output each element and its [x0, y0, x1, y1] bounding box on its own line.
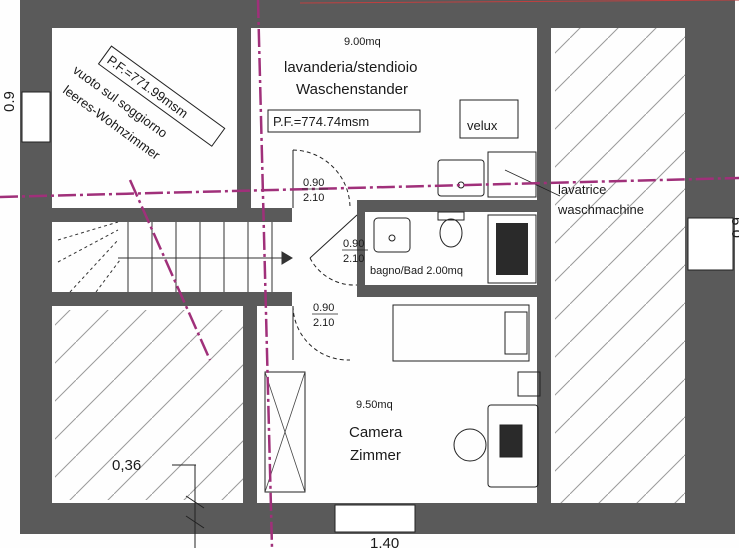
top-red-line — [299, 0, 739, 4]
laundry-name-it: lavanderia/stendioio — [284, 59, 417, 76]
bedroom-area: 9.50mq — [356, 399, 393, 411]
right-edge-mark: 0.9 — [729, 217, 739, 238]
roof-void-hatch-right — [555, 28, 685, 504]
washing-machine — [487, 151, 537, 198]
bedroom-name-de: Zimmer — [350, 447, 401, 464]
floor-level-void: P.F.=771.99msm — [104, 52, 191, 121]
floor-level-box-laundry — [267, 109, 421, 133]
appliance-name-it: lavatrice — [558, 182, 606, 197]
roof-void-hatch-bottom-left — [55, 310, 243, 500]
door-2-width: 0.90 — [343, 238, 364, 250]
appliance-name-de: waschmachine — [557, 202, 644, 217]
velux-box — [459, 99, 519, 139]
laundry-area: 9.00mq — [344, 36, 381, 48]
staircase — [57, 221, 293, 293]
laundry-name-de: Waschenstander — [296, 81, 408, 98]
door-3-height: 2.10 — [313, 317, 334, 329]
window-left — [21, 91, 51, 143]
door-swings — [292, 149, 358, 361]
left-edge-mark: 0.9 — [1, 91, 18, 112]
bath-sink — [373, 217, 411, 253]
nightstand — [517, 371, 541, 397]
door-2-height: 2.10 — [343, 253, 364, 265]
closet-box — [264, 371, 306, 493]
floor-level-laundry: P.F.=774.74msm — [273, 114, 369, 129]
sink-laundry — [437, 159, 485, 197]
door-1-width: 0.90 — [303, 177, 324, 189]
closet-cross-b — [264, 371, 306, 493]
door-1-height: 2.10 — [303, 192, 324, 204]
bottom-width-dimension: 1.40 — [370, 535, 399, 548]
door-3-width: 0.90 — [313, 302, 334, 314]
door-label-3: 0.90 2.10 — [312, 302, 338, 329]
wall-offset-dimension: 0,36 — [112, 457, 141, 474]
desk-chair — [453, 404, 539, 488]
window-right — [687, 217, 734, 271]
window-bottom — [334, 504, 416, 533]
dimension-leader — [172, 464, 205, 548]
shower — [487, 214, 537, 284]
velux-label: velux — [467, 118, 498, 133]
door-label-2: 0.90 2.10 — [342, 238, 368, 265]
bed — [392, 304, 530, 362]
bathroom-name: bagno/Bad 2.00mq — [370, 265, 463, 277]
toilet — [437, 211, 465, 248]
bedroom-name-it: Camera — [349, 424, 403, 441]
door-label-1: 0.90 2.10 — [302, 177, 328, 204]
